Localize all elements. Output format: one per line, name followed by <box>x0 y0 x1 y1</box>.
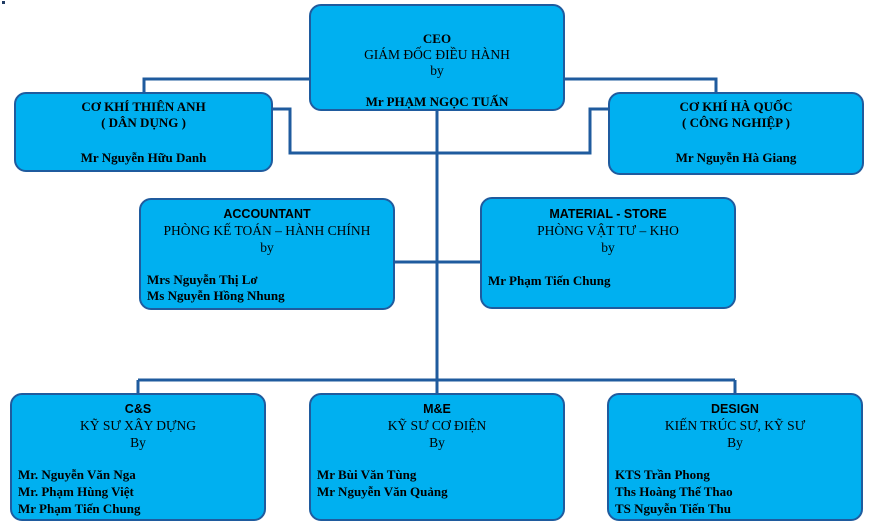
cs-subtitle: KỸ SƯ XÂY DỰNG <box>79 418 197 433</box>
branch-right-box: CƠ KHÍ HÀ QUỐC ( CÔNG NGHIỆP ) Mr Nguyễn… <box>608 92 864 175</box>
design-subtitle: KIẾN TRÚC SƯ, KỸ SƯ <box>664 418 806 433</box>
cs-by: By <box>130 435 146 450</box>
connector-left-branch-inner <box>273 107 437 155</box>
me-name-2: Mr Nguyễn Văn Quảng <box>317 484 448 499</box>
design-title: DESIGN <box>711 402 759 416</box>
corner-marker <box>2 1 5 4</box>
cs-name-3: Mr Phạm Tiến Chung <box>18 501 141 516</box>
branch-left-subtitle: ( DÂN DỤNG ) <box>101 115 186 130</box>
cs-title: C&S <box>124 402 152 416</box>
design-box: DESIGN KIẾN TRÚC SƯ, KỸ SƯ By KTS Trần P… <box>607 393 863 521</box>
ceo-name: Mr PHẠM NGỌC TUẤN <box>365 94 509 109</box>
ceo-by: by <box>430 63 444 78</box>
material-box: MATERIAL - STORE PHÒNG VẬT TƯ – KHO by M… <box>480 197 736 309</box>
material-subtitle: PHÒNG VẬT TƯ – KHO <box>537 223 679 238</box>
connector-right-branch-inner <box>437 107 608 155</box>
ceo-box: CEO GIÁM ĐỐC ĐIỀU HÀNH by Mr PHẠM NGỌC T… <box>309 4 565 111</box>
ceo-subtitle: GIÁM ĐỐC ĐIỀU HÀNH <box>364 47 510 62</box>
material-title: MATERIAL - STORE <box>549 207 667 221</box>
accountant-subtitle: PHÒNG KẾ TOÁN – HÀNH CHÍNH <box>163 223 371 238</box>
branch-right-name: Mr Nguyễn Hà Giang <box>675 150 797 165</box>
material-name-1: Mr Phạm Tiến Chung <box>488 273 611 288</box>
cs-name-1: Mr. Nguyễn Văn Nga <box>18 467 136 482</box>
accountant-box: ACCOUNTANT PHÒNG KẾ TOÁN – HÀNH CHÍNH by… <box>139 198 395 310</box>
cs-box: C&S KỸ SƯ XÂY DỰNG By Mr. Nguyễn Văn Nga… <box>10 393 266 521</box>
branch-right-title: CƠ KHÍ HÀ QUỐC <box>679 99 793 114</box>
connector-left-branch <box>142 77 310 95</box>
connector-right-branch <box>565 77 718 95</box>
material-by: by <box>601 240 615 255</box>
accountant-name-2: Ms Nguyễn Hồng Nhung <box>147 288 285 303</box>
branch-left-box: CƠ KHÍ THIÊN ANH ( DÂN DỤNG ) Mr Nguyễn … <box>14 92 273 172</box>
cs-name-2: Mr. Phạm Hùng Việt <box>18 484 134 499</box>
accountant-by: by <box>260 240 274 255</box>
me-title: M&E <box>423 402 451 416</box>
design-name-1: KTS Trần Phong <box>615 467 710 482</box>
me-subtitle: KỸ SƯ CƠ ĐIỆN <box>387 418 487 433</box>
me-box: M&E KỸ SƯ CƠ ĐIỆN By Mr Bùi Văn Tùng Mr … <box>309 393 565 521</box>
me-by: By <box>429 435 445 450</box>
design-name-3: TS Nguyễn Tiến Thu <box>615 501 731 516</box>
design-name-2: Ths Hoàng Thế Thao <box>615 484 733 499</box>
branch-left-name: Mr Nguyễn Hữu Danh <box>80 150 207 165</box>
design-by: By <box>727 435 743 450</box>
me-name-1: Mr Bùi Văn Tùng <box>317 467 417 482</box>
accountant-title: ACCOUNTANT <box>223 207 311 221</box>
accountant-name-1: Mrs Nguyễn Thị Lơ <box>147 272 258 287</box>
branch-left-title: CƠ KHÍ THIÊN ANH <box>81 99 206 114</box>
branch-right-subtitle: ( CÔNG NGHIỆP ) <box>682 115 790 130</box>
ceo-title: CEO <box>422 31 452 46</box>
